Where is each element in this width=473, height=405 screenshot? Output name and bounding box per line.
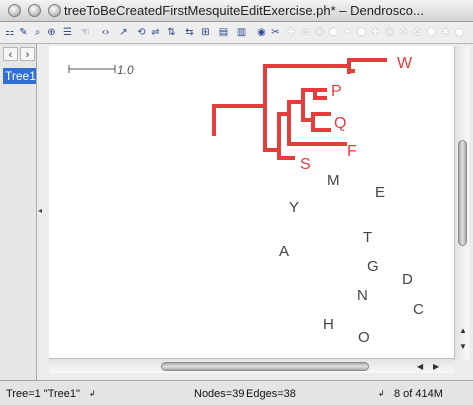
hand-icon[interactable]: ☜ bbox=[81, 27, 90, 38]
taxon-label-y[interactable]: Y bbox=[289, 199, 299, 216]
status-nodes: Nodes=39 bbox=[194, 388, 245, 400]
taxon-label-e[interactable]: E bbox=[375, 184, 385, 201]
branch-f-node bbox=[287, 114, 347, 146]
status-memory: 8 of 414M bbox=[394, 388, 443, 400]
arrow-icon[interactable]: ↗ bbox=[119, 27, 128, 38]
branch-p bbox=[301, 88, 327, 102]
branch-root bbox=[212, 104, 265, 136]
tool-icon-10[interactable]: ✿ bbox=[413, 27, 422, 38]
taxon-label-d[interactable]: D bbox=[402, 271, 413, 288]
taxon-label-g[interactable]: G bbox=[367, 258, 379, 275]
grid-icon[interactable]: ▥ bbox=[236, 27, 247, 38]
tree-list-panel: ‹ › Tree1 bbox=[0, 44, 37, 405]
tool-icon-12[interactable]: ✱ bbox=[441, 27, 450, 38]
rotate-icon[interactable]: ⟲ bbox=[137, 27, 146, 38]
taxon-label-o[interactable]: O bbox=[358, 329, 370, 346]
scroll-up-icon[interactable]: ▲ bbox=[459, 326, 467, 335]
tool-icon-11[interactable]: ⬢ bbox=[427, 27, 436, 38]
branch-pq-node bbox=[287, 100, 303, 114]
tree-list-item[interactable]: Tree1 bbox=[3, 68, 36, 84]
tree-branches[interactable] bbox=[212, 58, 387, 160]
taxon-label-q[interactable]: Q bbox=[334, 115, 346, 132]
taxon-label-p[interactable]: P bbox=[331, 83, 342, 100]
branch-mid bbox=[277, 112, 289, 150]
title-bar: treeToBeCreatedFirstMesquiteEditExercise… bbox=[0, 0, 473, 22]
previous-tree-button[interactable]: ‹ bbox=[3, 47, 18, 61]
scissors-icon[interactable]: ✂ bbox=[271, 27, 280, 38]
reroot-icon[interactable]: ⇌ bbox=[151, 27, 160, 38]
taxon-label-m[interactable]: M bbox=[327, 172, 340, 189]
magnify-icon[interactable]: ⊕ bbox=[47, 27, 56, 38]
branch-lower bbox=[263, 106, 279, 152]
scale-label: 1.0 bbox=[117, 63, 134, 77]
branch-q-node bbox=[301, 102, 313, 122]
branch-q bbox=[311, 112, 331, 132]
splitter-handle-icon[interactable]: ◂ bbox=[38, 206, 43, 215]
scroll-left-icon[interactable]: ◀ bbox=[417, 362, 424, 371]
pencil-icon[interactable]: ✎ bbox=[19, 27, 28, 38]
taxon-label-t[interactable]: T bbox=[363, 229, 372, 246]
status-bar: Tree=1 "Tree1" ↲ Nodes=39 Edges=38 ↲ 8 o… bbox=[0, 380, 473, 405]
horizontal-scroll-thumb[interactable] bbox=[161, 362, 369, 371]
minimize-button[interactable] bbox=[28, 4, 41, 17]
tree-nav: ‹ › bbox=[3, 47, 35, 61]
horizontal-scrollbar[interactable]: ◀ ▶ bbox=[49, 358, 454, 373]
scroll-down-icon[interactable]: ▼ bbox=[459, 342, 467, 351]
list-icon[interactable]: ☰ bbox=[63, 27, 72, 38]
circle-icon[interactable]: ◉ bbox=[257, 27, 266, 38]
tool-icon-8[interactable]: ⬡ bbox=[385, 27, 394, 38]
taxon-label-n[interactable]: N bbox=[357, 287, 368, 304]
ladder-icon[interactable]: ⇅ bbox=[167, 27, 176, 38]
tool-icon-7[interactable]: ✚ bbox=[371, 27, 380, 38]
branch-upper bbox=[263, 64, 349, 106]
next-tree-button[interactable]: › bbox=[20, 47, 35, 61]
status-tree: Tree=1 "Tree1" bbox=[6, 388, 80, 400]
branch-s bbox=[277, 150, 295, 160]
window-title: treeToBeCreatedFirstMesquiteEditExercise… bbox=[64, 3, 424, 18]
tree-tool-icon[interactable]: ⚏ bbox=[5, 27, 14, 38]
table-icon[interactable]: ▤ bbox=[218, 27, 229, 38]
align-icon[interactable]: ⇆ bbox=[185, 27, 194, 38]
taxon-label-a[interactable]: A bbox=[279, 243, 289, 260]
tool-icon-6[interactable]: ⬟ bbox=[357, 27, 366, 38]
tool-icon-2[interactable]: ⇄ bbox=[301, 27, 310, 38]
scale-bar: 1.0 bbox=[68, 63, 134, 77]
tree-canvas[interactable]: 1.0 W P bbox=[49, 46, 454, 358]
tool-icon-1[interactable]: ✚ bbox=[287, 27, 296, 38]
close-button[interactable] bbox=[8, 4, 21, 17]
tool-icon-9[interactable]: ❖ bbox=[399, 27, 408, 38]
taxon-label-s[interactable]: S bbox=[300, 156, 311, 173]
status-edges: Edges=38 bbox=[246, 388, 296, 400]
taxon-label-c[interactable]: C bbox=[413, 301, 424, 318]
memory-menu-icon[interactable]: ↲ bbox=[378, 389, 385, 398]
tool-icon-13[interactable]: ● bbox=[455, 27, 464, 38]
zoom-button[interactable] bbox=[48, 4, 61, 17]
frame-icon[interactable]: ⊞ bbox=[201, 27, 210, 38]
taxon-label-w[interactable]: W bbox=[397, 55, 413, 72]
tool-icon-4[interactable]: ⬢ bbox=[329, 27, 338, 38]
vertical-scroll-thumb[interactable] bbox=[458, 140, 467, 246]
tool-icon-3[interactable]: ⬡ bbox=[315, 27, 324, 38]
scroll-right-icon[interactable]: ▶ bbox=[433, 362, 440, 371]
toolbar: ⚏ ✎ ⌕ ⊕ ☰ ☜ ‹› ↗ ⟲ ⇌ ⇅ ⇆ ⊞ ▤ ▥ ◉ ✂ ✚ ⇄ ⬡… bbox=[0, 22, 473, 44]
taxon-label-f[interactable]: F bbox=[347, 143, 357, 160]
branch-p2 bbox=[313, 90, 327, 100]
tool-icon-5[interactable]: ✦ bbox=[343, 27, 352, 38]
bracket-icon[interactable]: ‹› bbox=[101, 27, 110, 38]
zoom-icon[interactable]: ⌕ bbox=[34, 27, 41, 38]
vertical-scrollbar[interactable]: ▲ ▼ bbox=[454, 46, 469, 360]
tree-menu-icon[interactable]: ↲ bbox=[89, 389, 96, 398]
taxon-label-h[interactable]: H bbox=[323, 316, 334, 333]
